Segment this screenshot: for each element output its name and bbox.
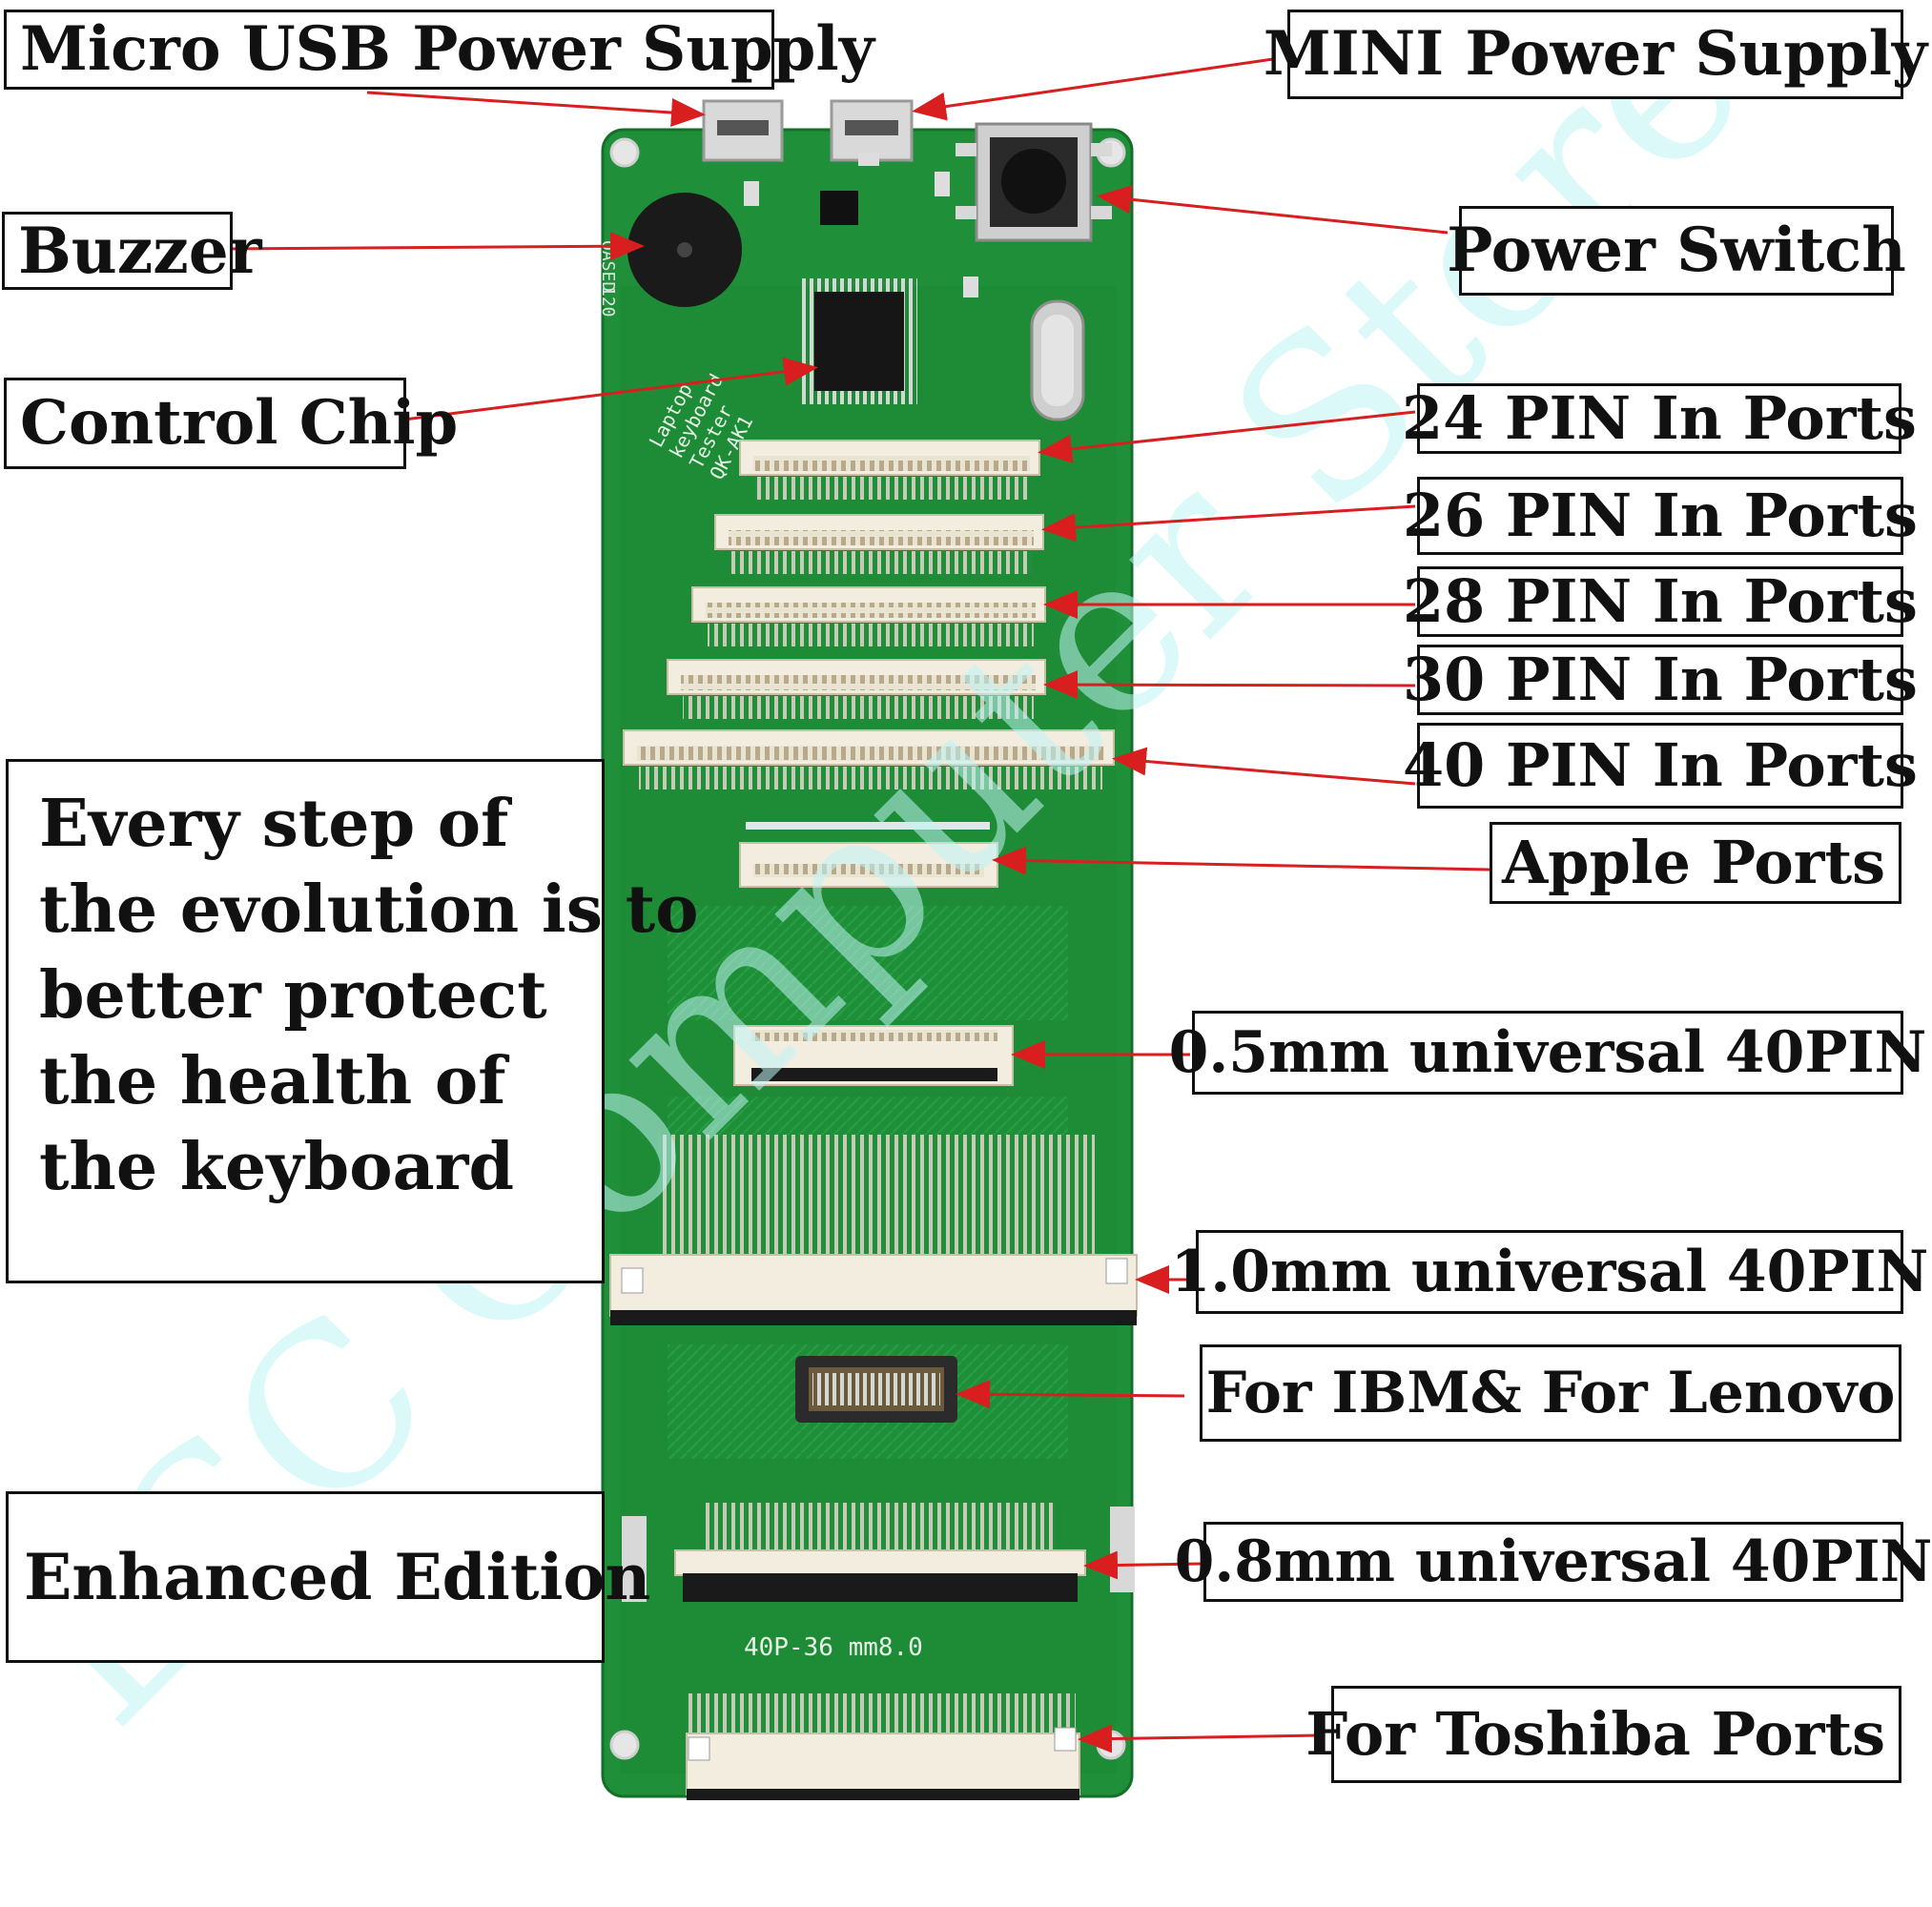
arrow-u08 [1083,1550,1202,1580]
arrow-power-switch [1097,185,1449,235]
label-pin24: 24 PIN In Ports [1402,383,1917,454]
label-edition: Enhanced Edition [6,1491,650,1663]
arrow-pin26 [1041,504,1416,543]
arrow-buzzer [224,232,645,261]
arrow-toshiba [1078,1724,1321,1753]
u10-connector [609,1254,1138,1325]
label-buzzer: Buzzer [2,212,262,290]
note-line: better protect [39,957,547,1034]
label-mini-power: MINI Power Supply [1264,10,1927,99]
arrow-apple [992,846,1490,875]
pin26-connector [714,514,1044,574]
label-ibm: For IBM& For Lenovo [1200,1344,1901,1442]
control-chip-part [801,278,917,404]
label-micro-usb: Micro USB Power Supply [4,10,874,90]
pin28-connector [691,586,1046,646]
silk-label: 120 [598,286,618,318]
toshiba-connector [686,1727,1080,1800]
u08-connector [674,1549,1086,1602]
micro-usb-port [702,99,784,162]
label-apple: Apple Ports [1490,822,1901,904]
arrow-pin24 [1038,410,1416,463]
label-pin28: 28 PIN In Ports [1403,566,1918,637]
evolution-note: Every step of the evolution is to better… [6,759,699,1283]
apple-connector [739,822,998,888]
note-line: the evolution is to [39,871,699,948]
mini-usb-port [830,99,914,162]
buzzer-part [627,193,742,307]
ibm-connector [668,1344,1068,1459]
pin40-connector [623,729,1115,789]
power-switch-part [956,122,1112,242]
label-power-switch: Power Switch [1447,206,1906,296]
pin30-connector [667,659,1046,719]
arrow-ibm [956,1380,1185,1409]
note-line: Every step of [39,786,509,862]
crystal-oscillator [1030,299,1085,421]
label-pin30: 30 PIN In Ports [1403,645,1918,715]
silk-label: 40P-36 mm8.0 [744,1633,923,1662]
arrow-micro-usb [366,91,706,127]
gold-fingers [658,1135,1095,1259]
arrow-pin30 [1043,670,1416,700]
label-toshiba: For Toshiba Ports [1305,1686,1901,1783]
mount-hole [609,137,640,168]
label-u05: 0.5mm universal 40PIN [1169,1011,1926,1095]
arrow-mini-power [912,57,1274,121]
label-u08: 0.8mm universal 40PIN [1175,1522,1932,1602]
label-pin40: 40 PIN In Ports [1403,723,1918,809]
u05-connector [733,1025,1014,1086]
note-line: the keyboard [39,1129,515,1205]
mount-hole [609,1730,640,1760]
note-line: the health of [39,1043,506,1119]
label-u10: 1.0mm universal 40PIN [1171,1230,1928,1314]
pin24-connector [739,440,1040,500]
label-pin26: 26 PIN In Ports [1403,477,1918,555]
label-control-chip: Control Chip [4,378,458,469]
arrow-control-chip [403,357,818,421]
gold-fingers [706,1503,1055,1556]
arrow-pin40 [1112,747,1416,786]
